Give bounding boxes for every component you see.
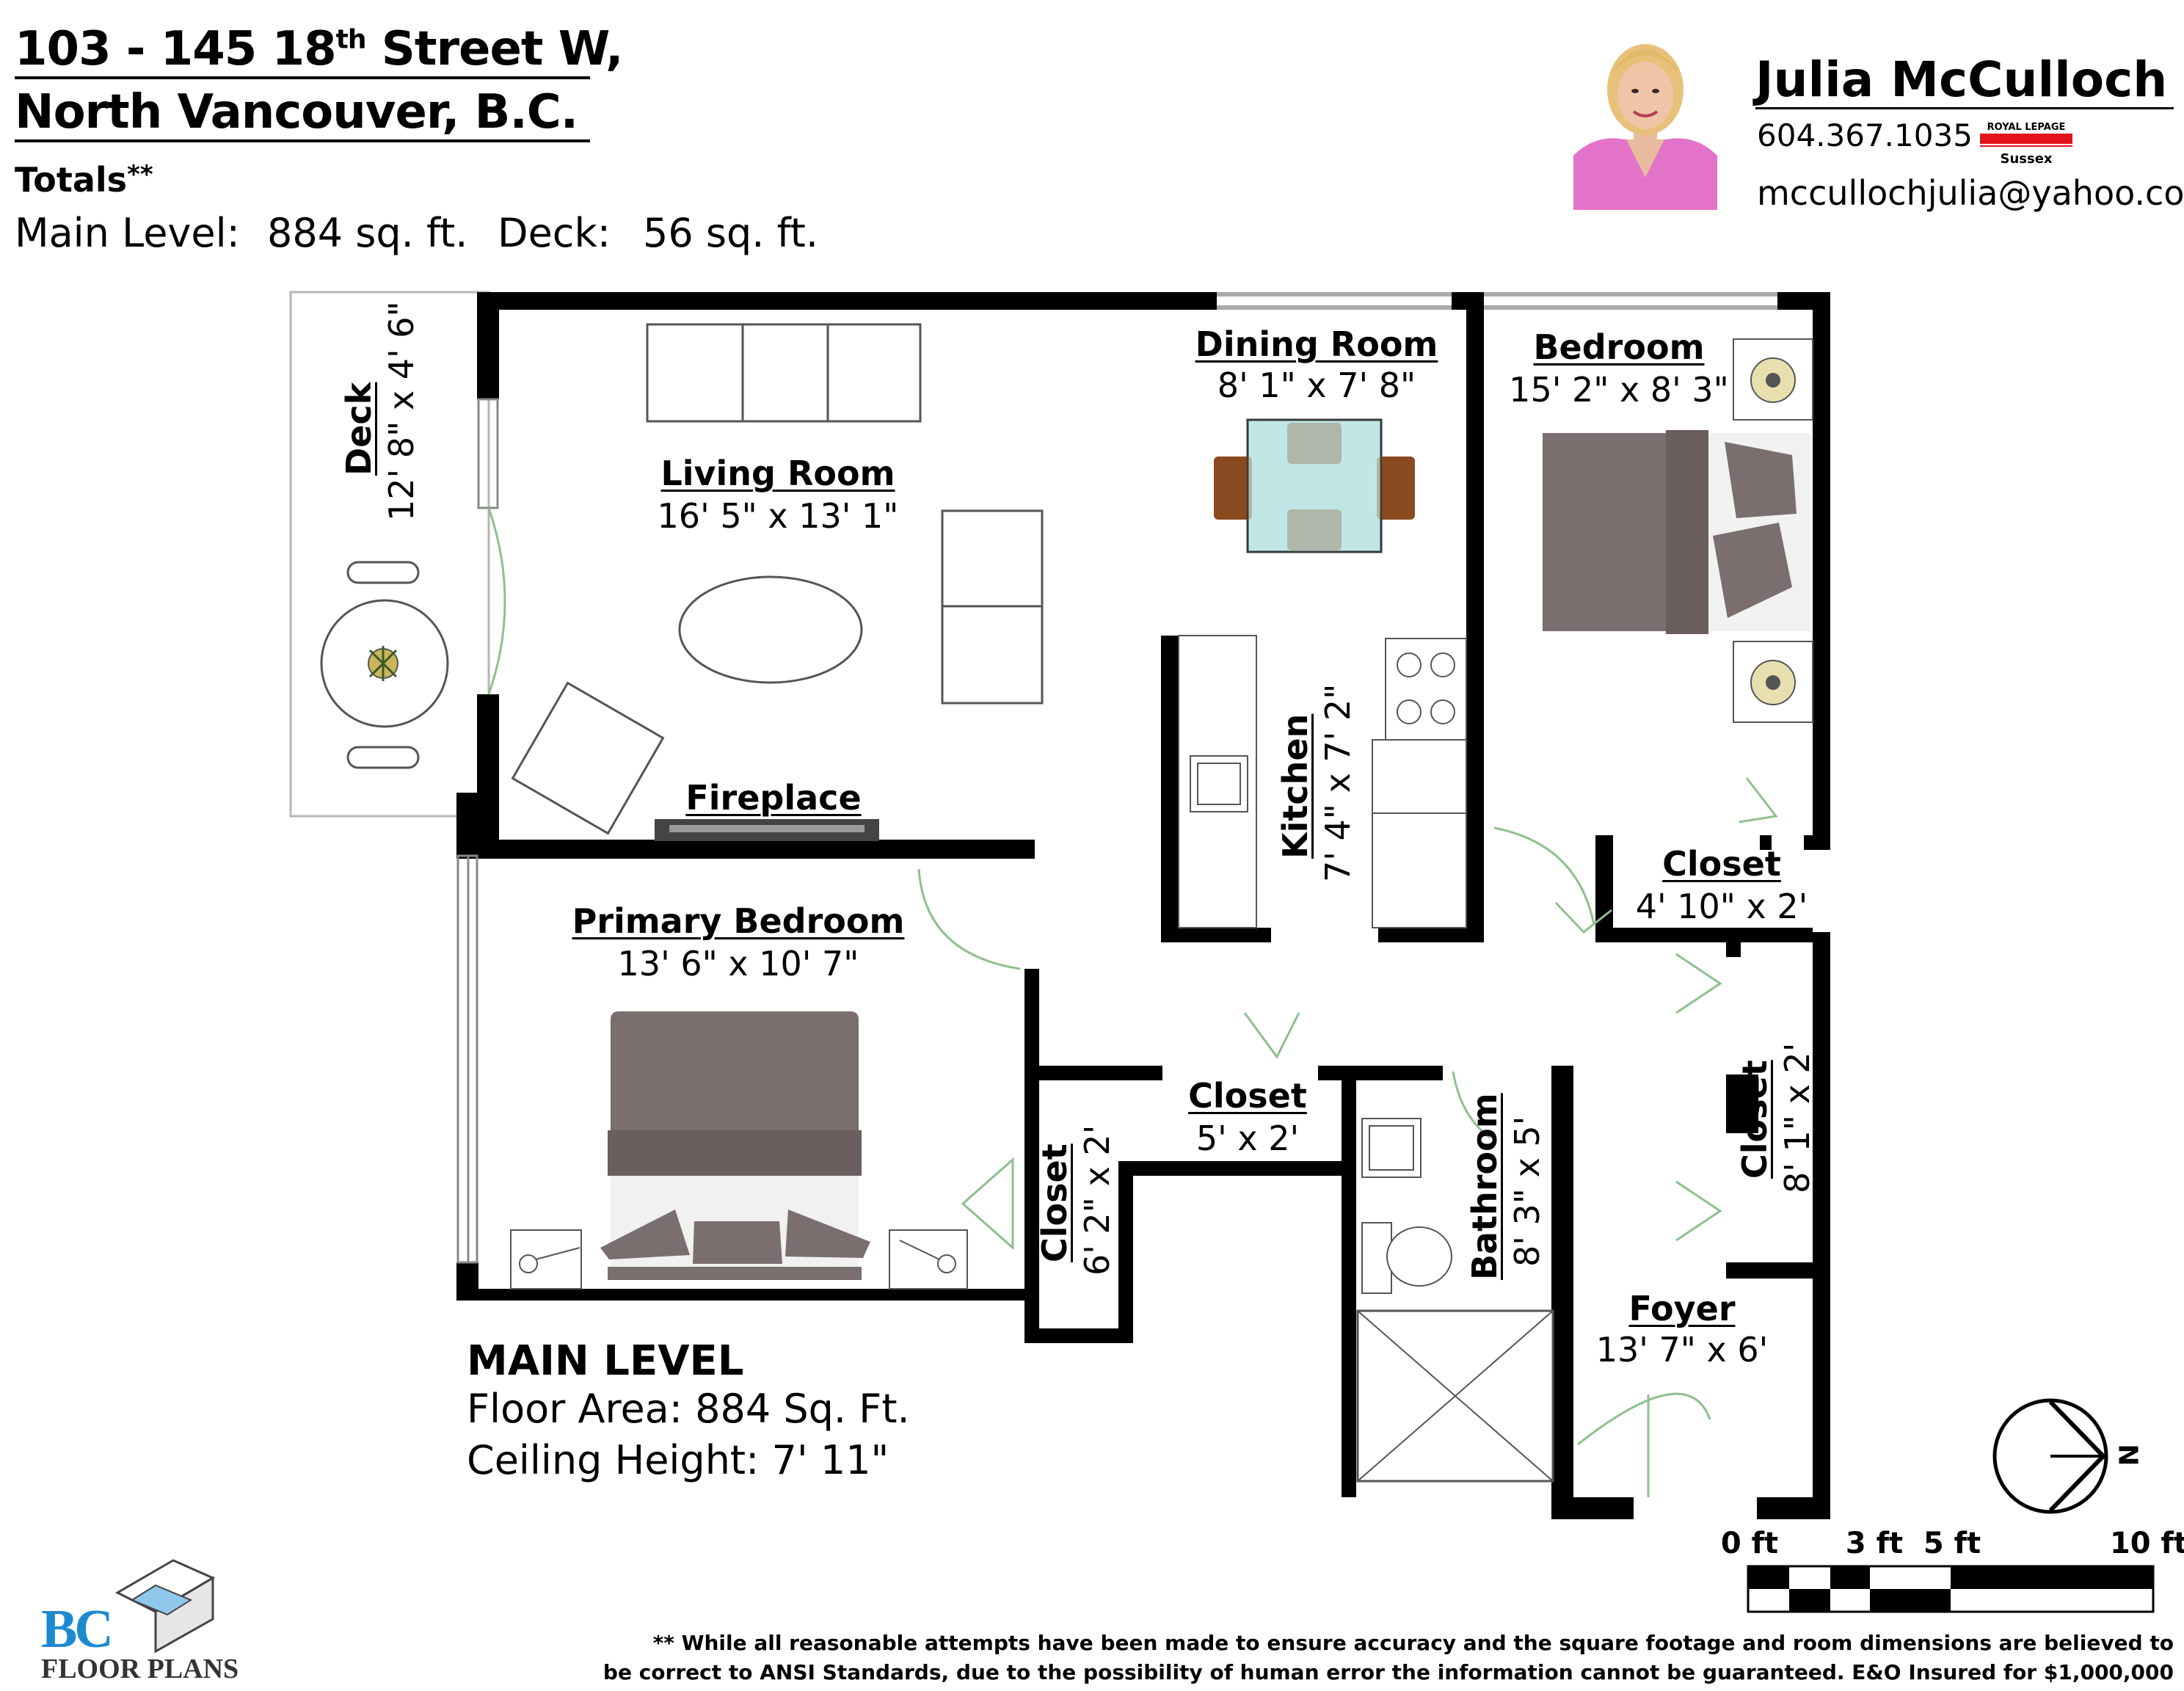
foyer-name: Foyer [1628,1289,1736,1328]
door-swings [487,507,1778,1497]
living-room-dims: 16' 5" x 13' 1" [657,496,899,536]
agent-name-underline [1755,107,2174,109]
room-name: Closet [1735,1060,1774,1179]
bedroom-name: Bedroom [1533,327,1705,367]
fireplace-name: Fireplace [685,778,862,818]
primary-bedroom-name: Primary Bedroom [572,901,905,941]
address-line-2: North Vancouver, B.C. [15,85,578,139]
windows [456,398,499,1264]
primary-bedroom-dims: 13' 6" x 10' 7" [617,944,859,983]
deck-area [289,291,490,818]
coffee-table [678,575,863,684]
bathroom-fixtures [1356,1118,1554,1483]
level-title: MAIN LEVEL [467,1337,744,1385]
totals-deck-label: Deck: [498,210,611,256]
agent-email: mccullochjulia@yahoo.com [1757,173,2184,213]
kitchen-fixtures [1178,635,1467,928]
room-dims: 8' 1" x 2' [1777,1042,1817,1193]
address-line-1: 103 - 145 18th Street W, [15,22,623,76]
brokerage-sub: Sussex [2000,151,2053,167]
scale-label-3: 3 ft [1845,1527,1904,1560]
deck-label: Deck 12' 8" x 4' 6" [339,301,421,521]
room-dims: 6' 2" x 2' [1077,1124,1117,1276]
bedroom-closet-name: Closet [1662,844,1781,884]
company-logo-mark: BC [41,1599,114,1659]
scale-label-5: 5 ft [1923,1527,1981,1560]
bedroom-dims: 15' 2" x 8' 3" [1509,370,1729,410]
bedroom-closet-dims: 4' 10" x 2' [1635,887,1808,926]
floor-area: Floor Area: 884 Sq. Ft. [467,1386,910,1432]
hall-closet-name: Closet [1188,1076,1307,1116]
primary-bedroom-furniture [510,1011,968,1290]
walls [456,292,1830,1519]
compass [1992,1398,2108,1514]
deck-table [320,561,449,769]
agent-phone: 604.367.1035 [1757,117,1973,153]
foyer-closet-label: Closet 8' 1" x 2' [1735,1043,1817,1193]
foyer-dims: 13' 7" x 6' [1595,1330,1769,1370]
scale-label-10: 10 ft [2109,1527,2184,1560]
hall-closet-dims: 5' x 2' [1195,1119,1300,1158]
disclaimer-line-1: ** While all reasonable attempts have be… [652,1631,2174,1655]
address-underline-2 [15,139,590,142]
disclaimer-line-2: be correct to ANSI Standards, due to the… [603,1660,2174,1684]
address-underline-1 [15,76,590,79]
room-name: Closet [1035,1143,1074,1262]
room-dims: 7' 4" x 7' 2" [1318,683,1358,882]
room-name: Kitchen [1275,713,1315,859]
agent-photo [1573,9,1717,210]
totals-deck-value: 56 sq. ft. [643,210,819,256]
room-dims: 8' 3" x 5' [1507,1116,1547,1267]
dining-room-name: Dining Room [1195,324,1438,364]
brokerage-logo [1980,117,2072,148]
totals-title: Totals** [15,160,153,200]
totals-main-label: Main Level: [15,210,240,256]
totals-main-value: 884 sq. ft. [267,210,468,256]
living-chair [511,681,665,835]
bedroom-furniture [1543,338,1813,723]
dining-room-dims: 8' 1" x 7' 8" [1217,366,1416,405]
primary-closet-label: Closet 6' 2" x 2' [1035,1125,1117,1276]
room-name: Bathroom [1465,1093,1504,1280]
living-sofa-top [646,323,922,423]
scale-bar [1747,1565,2155,1613]
kitchen-label: Kitchen 7' 4" x 7' 2" [1275,684,1358,882]
bathroom-label: Bathroom 8' 3" x 5' [1465,1093,1547,1280]
ceiling-height: Ceiling Height: 7' 11" [467,1437,889,1483]
scale-label-0: 0 ft [1720,1527,1779,1560]
living-room-name: Living Room [660,454,895,493]
living-sofa-right [941,509,1044,705]
dining-set [1214,418,1415,553]
brokerage-logo-text: ROYAL LEPAGE [1987,122,2066,133]
room-dims: 12' 8" x 4' 6" [382,301,421,521]
compass-north-label: N [2112,1444,2143,1466]
company-logo-sub: FLOOR PLANS [41,1654,239,1684]
agent-name: Julia McCulloch [1755,51,2168,108]
company-logo-graphic [114,1559,216,1654]
room-name: Deck [339,382,379,476]
